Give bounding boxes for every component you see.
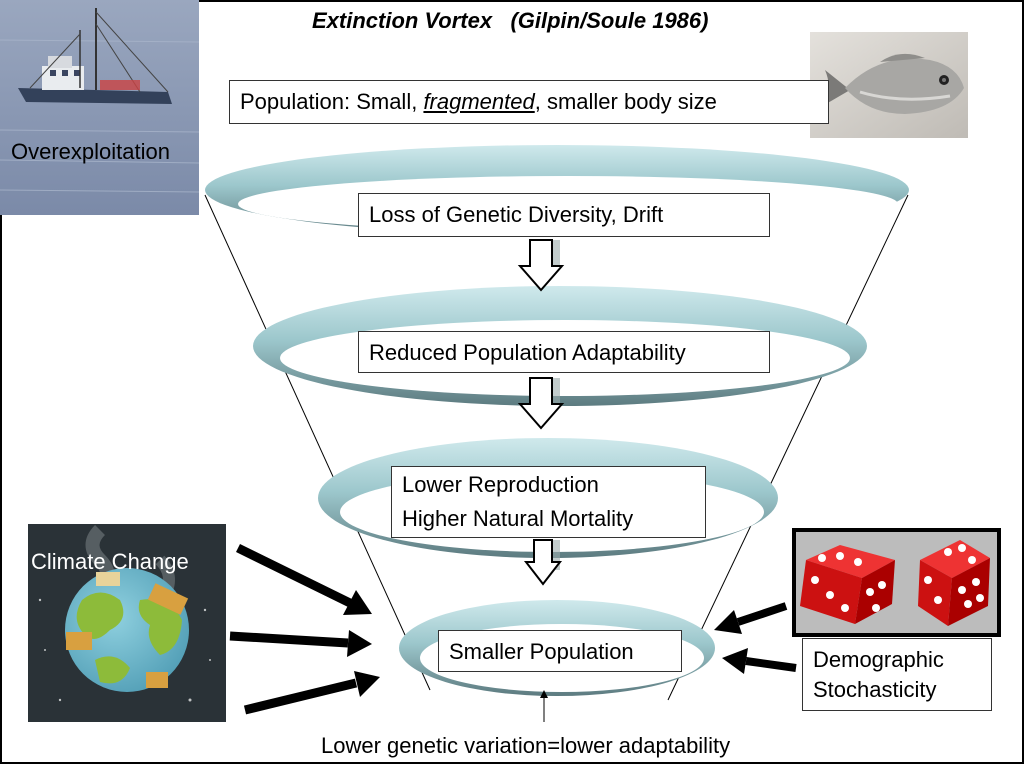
funnel-right-line: [667, 194, 909, 701]
down-arrow-icon: [523, 539, 563, 586]
stage-label: Loss of Genetic Diversity, Drift: [369, 202, 664, 227]
stage-smaller-population: Smaller Population: [438, 630, 682, 672]
fish-icon: [810, 32, 968, 138]
fishing-boat-icon: [0, 0, 200, 215]
stage-label: Smaller Population: [449, 639, 634, 664]
footer-caption: Lower genetic variation=lower adaptabili…: [321, 733, 731, 758]
demographic-line1: Demographic: [813, 647, 944, 672]
stage-reduced-adaptability: Reduced Population Adaptability: [358, 331, 770, 373]
down-arrow-icon: [517, 239, 565, 292]
overexploitation-label: Overexploitation: [11, 139, 170, 164]
demographic-line2: Stochasticity: [813, 677, 937, 702]
stage-label-line1: Lower Reproduction: [402, 472, 599, 497]
climate-arrow-2: [229, 630, 372, 657]
climate-arrow-3: [243, 671, 380, 715]
climate-change-label: Climate Change: [31, 549, 189, 574]
population-prefix: Population: Small,: [240, 89, 424, 114]
stage-label-line2: Higher Natural Mortality: [402, 506, 634, 531]
demographic-arrow-1: [714, 602, 788, 634]
funnel-left-line: [204, 194, 431, 691]
demographic-arrow-2: [722, 648, 797, 674]
earth-factories-icon: [28, 524, 226, 722]
demographic-stochasticity-box: Demographic Stochasticity: [802, 638, 992, 711]
stage-lower-reproduction: Lower Reproduction Higher Natural Mortal…: [391, 466, 706, 538]
population-emphasis: fragmented: [423, 89, 535, 114]
stage-loss-genetic-diversity: Loss of Genetic Diversity, Drift: [358, 193, 770, 237]
population-suffix: , smaller body size: [534, 89, 717, 114]
diagram-title: Extinction Vortex (Gilpin/Soule 1986): [312, 8, 709, 33]
down-arrow-icon: [517, 377, 565, 430]
stage-label: Reduced Population Adaptability: [369, 340, 686, 365]
pointer-arrow-icon: [540, 690, 548, 722]
climate-arrow-1: [236, 543, 372, 615]
population-box: Population: Small, fragmented, smaller b…: [229, 80, 829, 124]
dice-icon: [792, 528, 1001, 637]
